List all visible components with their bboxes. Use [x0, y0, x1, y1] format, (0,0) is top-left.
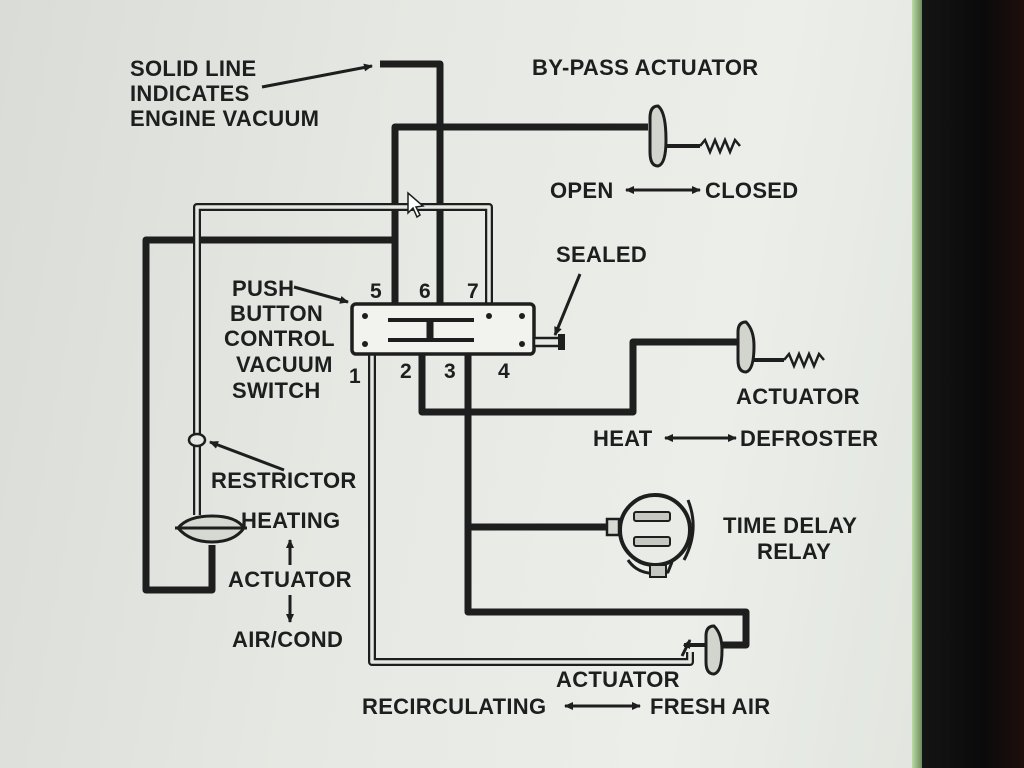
label-time-delay: TIME DELAY — [723, 513, 857, 538]
label-recirculating: RECIRCULATING — [362, 694, 546, 719]
arrow-restrictor — [209, 440, 285, 472]
label-solid-line: SOLID LINE — [130, 56, 256, 81]
label-fresh-air: FRESH AIR — [650, 694, 770, 719]
monitor-bezel — [922, 0, 1024, 768]
vacuum-line-port3 — [464, 350, 750, 649]
label-indicates: INDICATES — [130, 81, 250, 106]
label-actuator-air: ACTUATOR — [228, 567, 352, 592]
label-actuator-recirc: ACTUATOR — [556, 667, 680, 692]
monitor-bezel-edge — [912, 0, 922, 768]
label-open: OPEN — [550, 178, 614, 203]
time-delay-relay — [605, 493, 695, 578]
vacuum-line-supply — [380, 60, 444, 305]
port-7: 7 — [467, 280, 479, 303]
port-1: 1 — [349, 365, 361, 388]
defroster-spring — [783, 350, 825, 370]
diagram-labels: SOLID LINE INDICATES ENGINE VACUUM BY-PA… — [130, 55, 878, 719]
mouse-cursor-icon — [407, 191, 425, 219]
port-5: 5 — [370, 280, 382, 303]
label-push: PUSH — [232, 276, 294, 301]
arrow-sealed — [553, 273, 582, 336]
label-bypass-actuator: BY-PASS ACTUATOR — [532, 55, 758, 80]
port-3: 3 — [444, 360, 456, 383]
label-vacuum: VACUUM — [236, 352, 333, 377]
engine-vacuum-lines — [142, 60, 750, 649]
label-relay: RELAY — [757, 539, 831, 564]
label-restrictor: RESTRICTOR — [211, 468, 357, 493]
arrow-solid-line — [261, 63, 373, 89]
port-4: 4 — [498, 360, 510, 383]
label-heat: HEAT — [593, 426, 653, 451]
label-actuator-heat: ACTUATOR — [736, 384, 860, 409]
port-6: 6 — [419, 280, 431, 303]
recirc-fresh-actuator — [684, 624, 724, 676]
port-2: 2 — [400, 360, 412, 383]
label-defroster: DEFROSTER — [740, 426, 878, 451]
label-heating: HEATING — [241, 508, 340, 533]
restrictor-fitting — [187, 432, 207, 448]
label-button: BUTTON — [230, 301, 323, 326]
vacuum-line-left-loop — [142, 236, 395, 594]
label-closed: CLOSED — [705, 178, 798, 203]
heat-defroster-actuator — [736, 320, 825, 374]
arrow-recirc-actuator — [680, 639, 692, 657]
label-control: CONTROL — [224, 326, 335, 351]
label-sealed: SEALED — [556, 242, 647, 267]
arrow-push-button — [293, 285, 349, 304]
vacuum-line-heat-defroster — [418, 338, 738, 416]
label-engine-vacuum: ENGINE VACUUM — [130, 106, 319, 131]
sealed-plunger — [532, 336, 562, 348]
push-button-vacuum-switch — [350, 302, 565, 356]
heating-aircond-actuator — [174, 514, 247, 544]
bypass-actuator — [648, 104, 741, 168]
vacuum-line-bypass — [391, 123, 648, 305]
label-switch: SWITCH — [232, 378, 321, 403]
bypass-spring — [699, 136, 741, 156]
pointer-arrows — [209, 63, 737, 710]
label-air-cond: AIR/COND — [232, 627, 343, 652]
